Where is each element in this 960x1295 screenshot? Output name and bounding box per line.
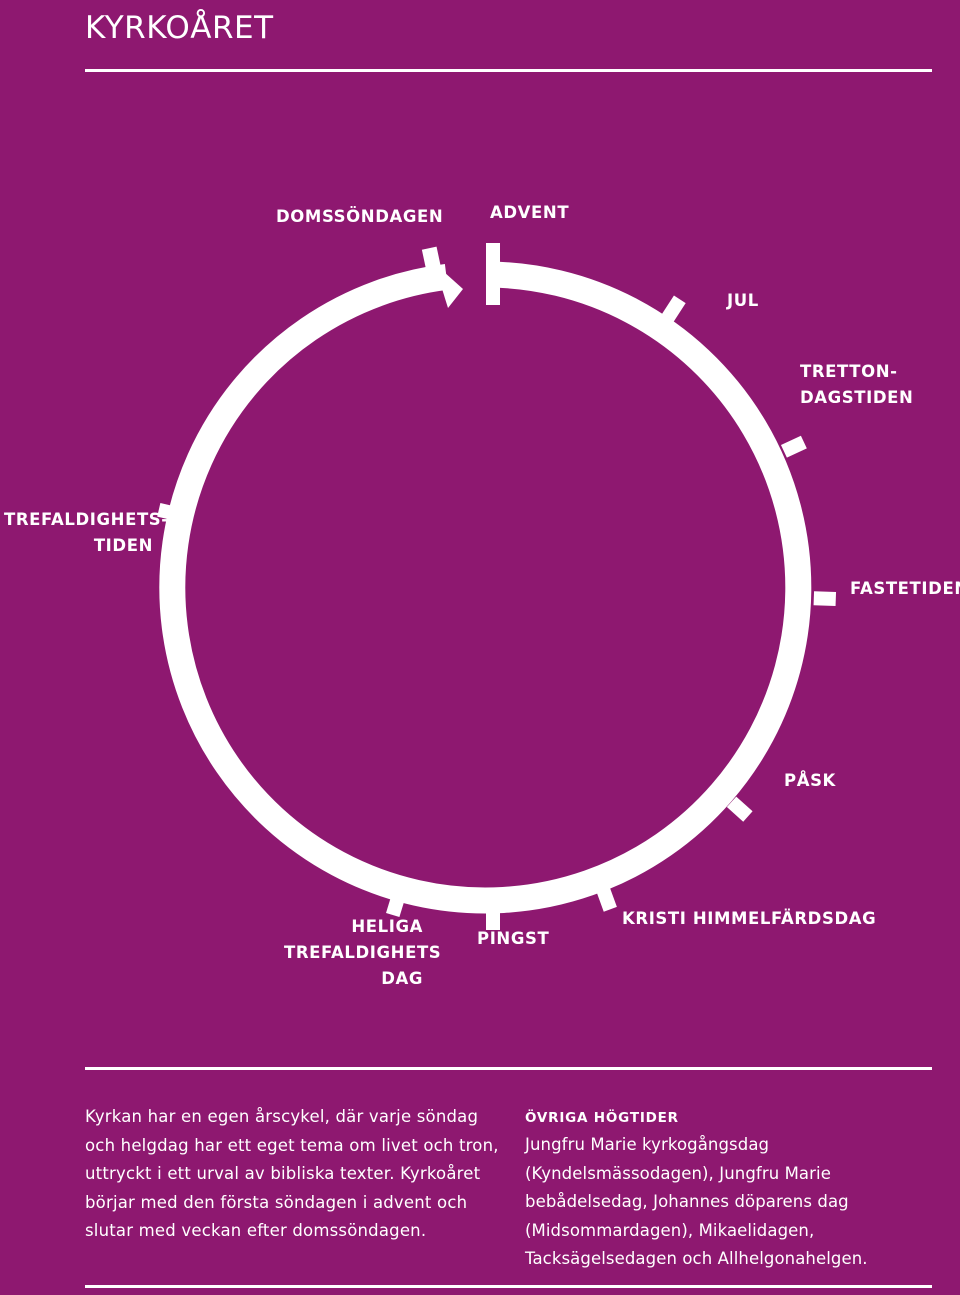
label-line: KRISTI HIMMELFÄRDSDAG [622,909,877,928]
label-heliga-trefaldighets-dag: HELIGA TREFALDIGHETS DAG [284,914,442,992]
label-line: PÅSK [784,771,836,790]
tick-domssondagen [421,246,442,272]
tick-fastetiden [813,591,837,606]
label-kristi-himmelfardsdag: KRISTI HIMMELFÄRDSDAG [622,906,876,932]
cycle-start-cap [486,243,500,305]
tick-trefaldighetstiden [157,503,182,522]
label-line: FASTETIDEN [850,579,960,598]
label-line: ADVENT [490,203,570,222]
label-line: DAGSTIDEN [800,388,914,407]
label-line: PINGST [477,929,550,948]
top-divider [85,69,932,72]
label-trefaldighetstiden: TREFALDIGHETS- TIDEN [4,507,169,559]
label-jul: JUL [727,288,759,314]
label-trettondagstiden: TRETTON- DAGSTIDEN [800,359,913,411]
tick-kristi-himmelfardsdag [596,886,617,912]
tick-pask [726,796,753,822]
cycle-ring [159,261,812,914]
segment-ticks [157,246,837,930]
label-line: DOMSSÖNDAGEN [276,207,444,226]
church-year-cycle-diagram [157,243,837,930]
label-fastetiden: FASTETIDEN [850,576,960,602]
label-line: DAG [381,969,423,988]
label-line: TREFALDIGHETS- [4,510,169,529]
tick-jul [661,295,686,322]
tick-trettondagstiden [780,435,807,458]
cycle-arrowhead [434,263,463,308]
page-title: KYRKOÅRET [85,10,274,46]
tick-heliga-trefaldighets-dag [386,891,406,918]
bottom-divider [85,1285,932,1288]
label-line: TIDEN [93,536,153,555]
label-pingst: PINGST [477,926,549,952]
middle-divider [85,1067,932,1070]
label-domssondagen: DOMSSÖNDAGEN [276,204,443,230]
intro-paragraph: Kyrkan har en egen årscykel, där varje s… [85,1107,499,1240]
label-line: TRETTON- [800,362,898,381]
other-holidays-text: Jungfru Marie kyrkogångsdag (Kyndelsmäss… [525,1135,868,1268]
label-pask: PÅSK [784,768,836,794]
label-advent: ADVENT [490,200,569,226]
label-line: TREFALDIGHETS [284,943,442,962]
label-line: HELIGA [351,917,423,936]
other-holidays-heading: ÖVRIGA HÖGTIDER [525,1110,679,1126]
label-line: JUL [727,291,759,310]
